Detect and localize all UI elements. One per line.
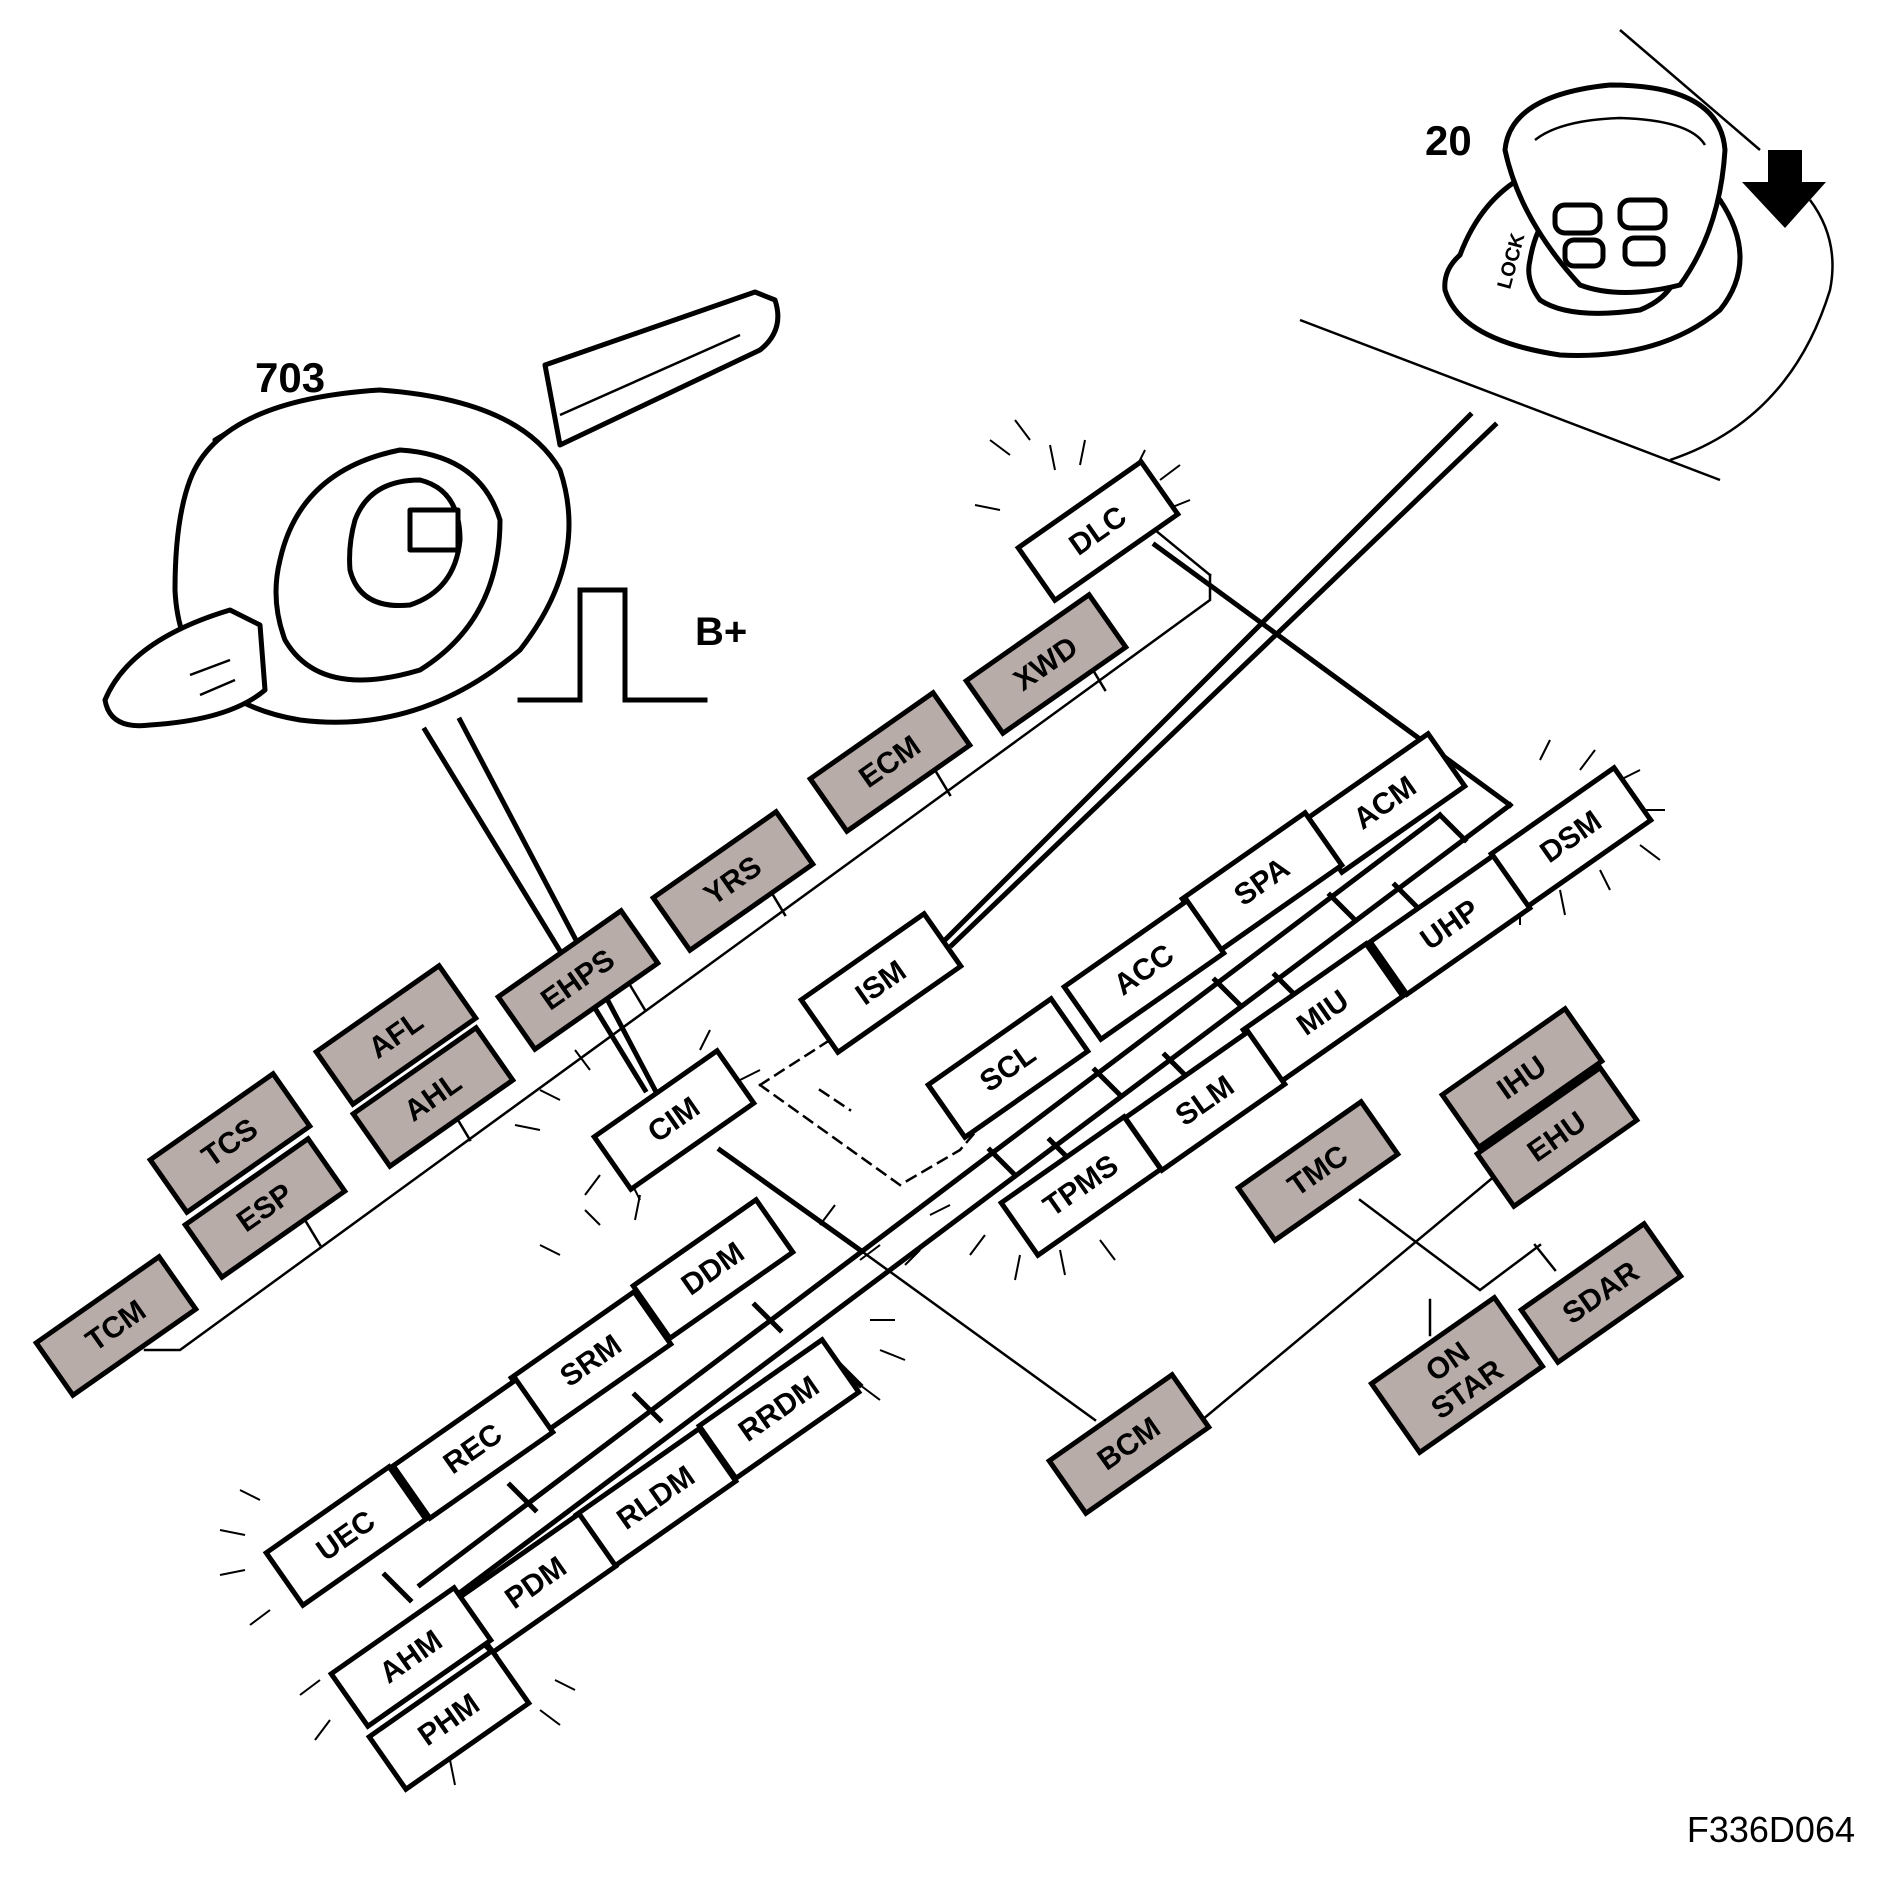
module-bcm: BCM [1045,1371,1213,1517]
module-rec: REC [389,1376,557,1522]
module-dlc: DLC [1014,458,1182,604]
module-rrdm: RRDM [695,1336,863,1482]
module-tpms: TPMS [997,1113,1165,1259]
module-slm: SLM [1121,1028,1289,1174]
module-dsm: DSM [1487,764,1655,910]
module-xwd: XWD [962,591,1130,737]
module-ahm: AHM [327,1584,495,1730]
module-ihu: IHU [1438,1005,1606,1151]
module-miu: MIU [1239,940,1407,1086]
module-uhp: UHP [1366,852,1534,998]
module-yrs: YRS [649,808,817,954]
module-acc: ACC [1060,897,1228,1043]
module-tcm: TCM [32,1253,200,1399]
module-ahl: AHL [349,1024,517,1170]
module-scl: SCL [924,995,1092,1141]
signal-label: B+ [695,610,747,654]
module-uec: UEC [262,1463,430,1609]
module-onstar: ON STAR [1367,1294,1547,1456]
module-ism: ISM [797,910,965,1056]
stalk-callout-number: 703 [255,354,325,401]
wake-glow-rays [219,419,1665,1786]
module-ddm: DDM [629,1196,797,1342]
module-ehps: EHPS [494,907,662,1053]
module-ecm: ECM [806,689,974,835]
figure-id: F336D064 [1687,1809,1855,1850]
module-cim: CIM [590,1047,758,1193]
module-ehu: EHU [1473,1064,1641,1210]
module-afl: AFL [312,962,480,1108]
ignition-key-illustration: LOCK [1299,29,1834,482]
pulse-signal-icon [517,587,708,703]
module-tmc: TMC [1234,1098,1402,1244]
module-phm: PHM [365,1647,533,1793]
steering-stalk-illustration [102,289,781,729]
insert-direction-arrow-icon [1742,150,1826,228]
module-tcs: TCS [146,1070,314,1216]
key-callout-number: 20 [1425,117,1472,164]
module-sdar: SDAR [1517,1220,1685,1366]
module-esp: ESP [181,1135,349,1281]
